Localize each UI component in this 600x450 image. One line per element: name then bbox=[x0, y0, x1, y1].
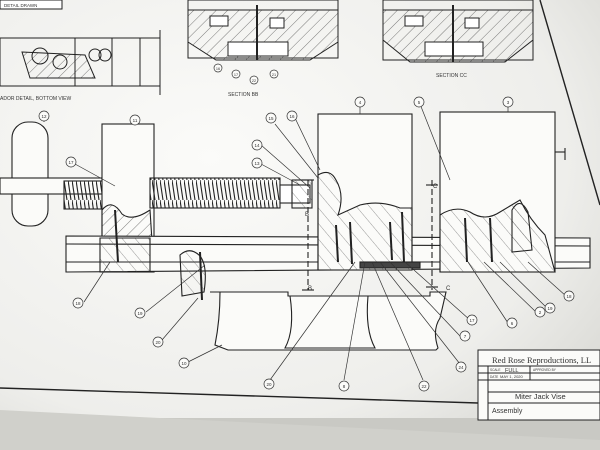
section-bb-caption: SECTION BB bbox=[228, 92, 259, 98]
callout-4: 4 bbox=[359, 100, 362, 105]
callout-5: 5 bbox=[418, 100, 421, 105]
vise-base bbox=[210, 291, 447, 351]
title-block-title: Miter Jack Vise bbox=[515, 392, 566, 401]
section-mark-b-top: B bbox=[305, 212, 309, 218]
callout-8: 8 bbox=[343, 384, 346, 389]
callout-15: 15 bbox=[268, 116, 274, 121]
callout-7: 7 bbox=[464, 334, 467, 339]
callout-20-bottom: 20 bbox=[266, 382, 272, 387]
callout-11: 11 bbox=[133, 118, 138, 123]
section-mark-b-bottom: B bbox=[308, 286, 312, 292]
section-mark-c-bottom: C bbox=[446, 286, 451, 292]
callout-19-right: 19 bbox=[547, 306, 553, 311]
top-left-label: DETAIL DRAWN bbox=[4, 3, 37, 8]
title-block-subtitle: Assembly bbox=[492, 408, 523, 415]
vise-handle bbox=[11, 121, 49, 227]
title-block-approved-label: APPROVED BY bbox=[533, 368, 557, 372]
main-assembly bbox=[0, 111, 591, 351]
callout-18-right: 18 bbox=[566, 294, 572, 299]
screw-thread-right bbox=[149, 177, 281, 209]
callout-21-section: 21 bbox=[272, 73, 276, 77]
callout-13: 13 bbox=[254, 161, 260, 166]
callout-19: 19 bbox=[137, 311, 143, 316]
callout-16-section: 16 bbox=[216, 67, 220, 71]
callout-12: 12 bbox=[41, 114, 47, 119]
title-block-scale-value: FULL bbox=[505, 368, 518, 374]
callout-17-right: 17 bbox=[469, 318, 475, 323]
sheet-border-right bbox=[539, 0, 600, 206]
callout-20-left: 20 bbox=[155, 340, 161, 345]
callout-22-section: 22 bbox=[252, 79, 256, 83]
section-mark-c-top: C bbox=[433, 184, 438, 190]
callout-17-section: 17 bbox=[234, 73, 238, 77]
callout-18: 18 bbox=[75, 301, 81, 306]
callout-16: 16 bbox=[289, 114, 295, 119]
callout-22: 22 bbox=[421, 384, 427, 389]
door-detail-caption: ADOR DETAIL, BOTTOM VIEW bbox=[0, 96, 71, 102]
callout-3: 3 bbox=[507, 100, 510, 105]
callout-17-screw: 17 bbox=[68, 160, 74, 165]
section-cc-caption: SECTION CC bbox=[436, 73, 467, 79]
paper-lower-edge bbox=[0, 410, 600, 450]
callout-14: 14 bbox=[254, 143, 260, 148]
section-bb-view bbox=[187, 0, 339, 61]
callout-6: 6 bbox=[511, 321, 514, 326]
section-cc-view bbox=[382, 0, 534, 63]
callout-2: 2 bbox=[539, 310, 542, 315]
title-block-scale-label: SCALE bbox=[490, 368, 500, 372]
callout-bubbles bbox=[38, 63, 575, 392]
leader-lines bbox=[43, 103, 567, 381]
title-block-date-label: DATE bbox=[490, 375, 498, 379]
title-block-date-value: MAY 1, 2020 bbox=[500, 374, 524, 379]
door-detail-view: DETAIL DRAWN bbox=[0, 0, 161, 95]
callout-10: 10 bbox=[181, 361, 187, 366]
callout-24: 24 bbox=[458, 365, 464, 370]
title-block-company: Red Rose Reproductions, LL bbox=[492, 355, 591, 365]
title-block bbox=[477, 349, 600, 421]
